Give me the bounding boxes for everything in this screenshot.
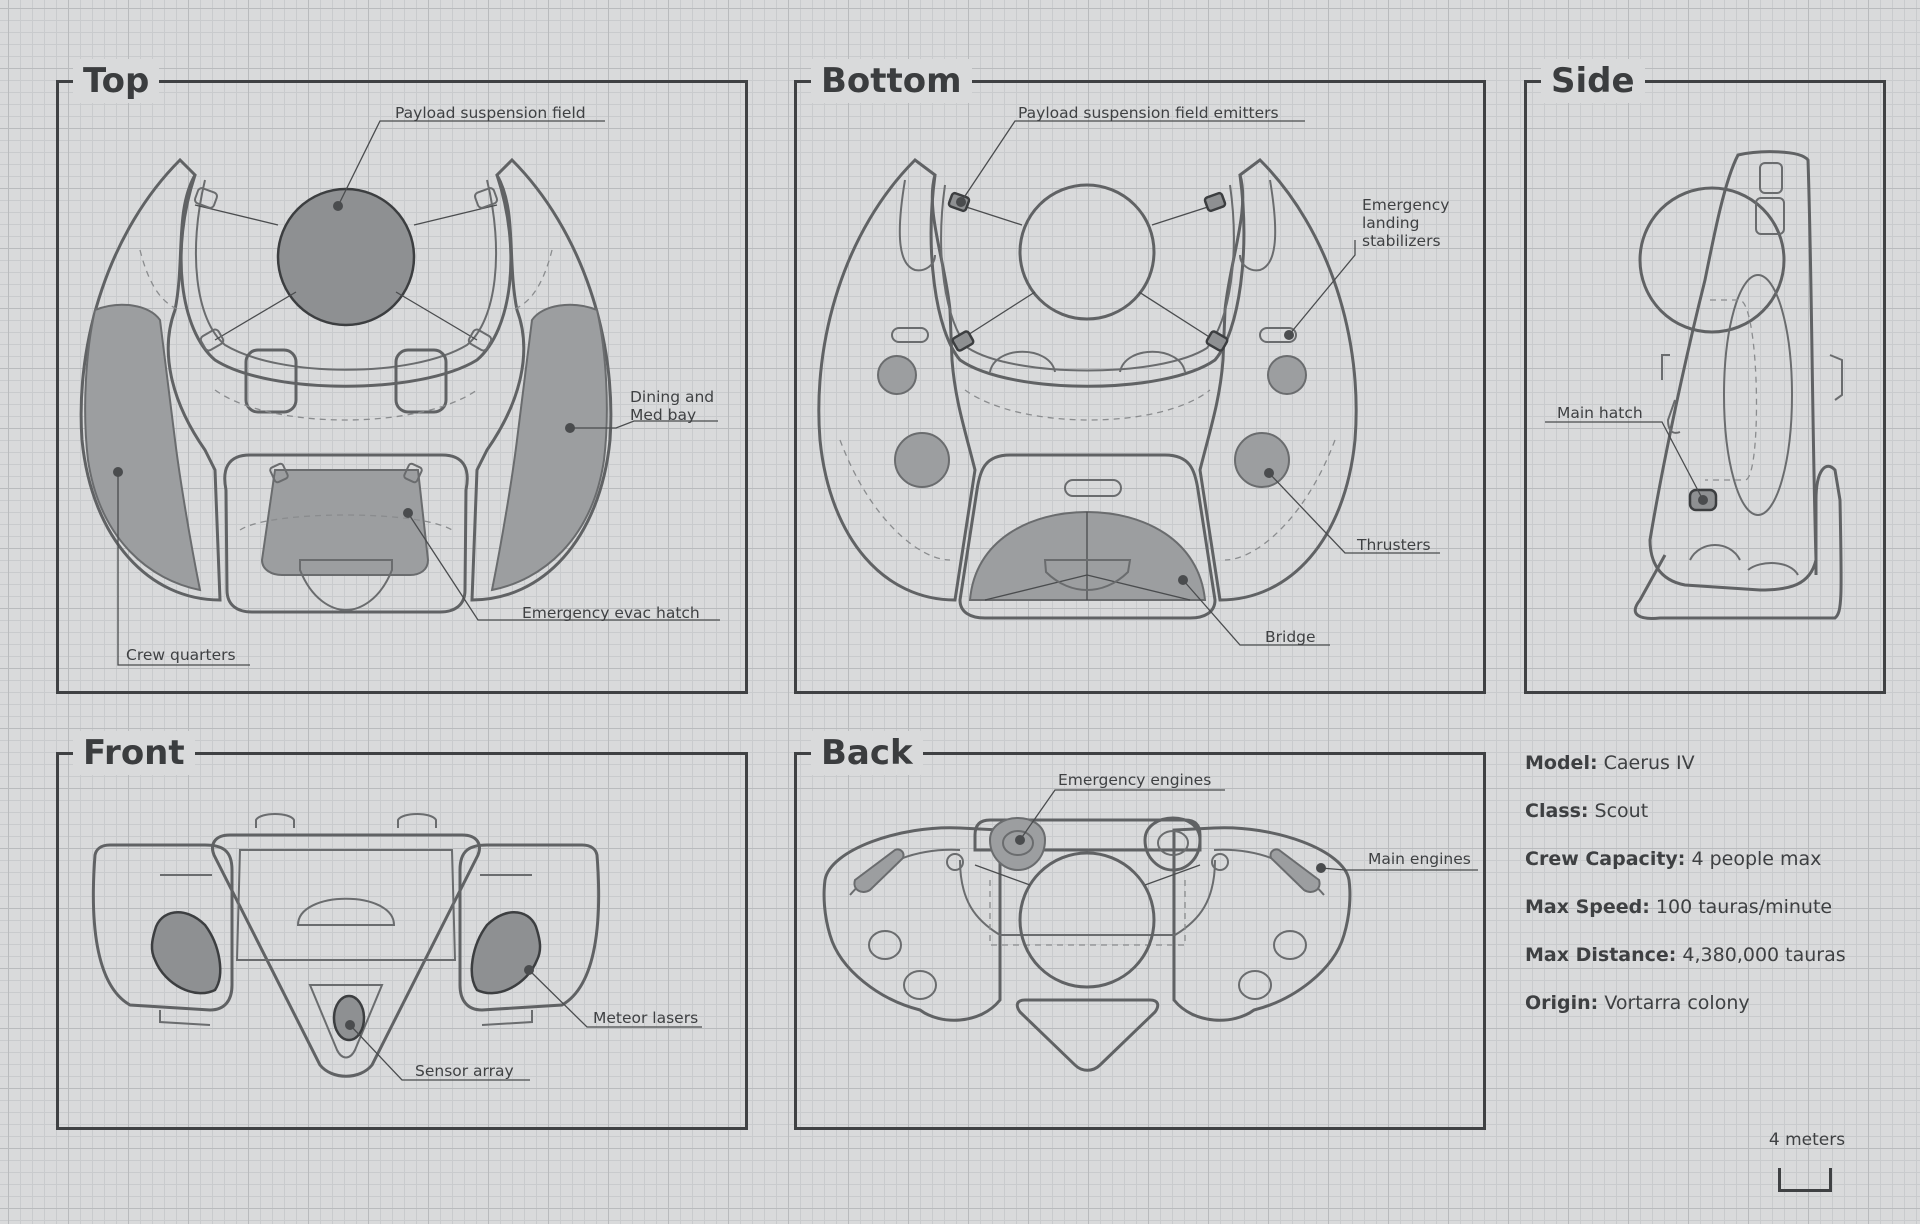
- spec-value: Scout: [1594, 800, 1649, 822]
- label-dining-line2: Med bay: [630, 406, 696, 424]
- spec-key: Max Distance:: [1525, 944, 1677, 966]
- spec-key: Max Speed:: [1525, 896, 1650, 918]
- label-bridge: Bridge: [1265, 628, 1316, 646]
- side-view-ship: [1633, 150, 1843, 620]
- spec-key: Crew Capacity:: [1525, 848, 1686, 870]
- label-thrusters: Thrusters: [1356, 536, 1431, 554]
- top-view-panel: Top: [56, 59, 748, 694]
- label-stabilizers-line3: stabilizers: [1362, 232, 1441, 250]
- back-view-panel: Back: [794, 731, 1486, 1130]
- label-main-engines: Main engines: [1368, 850, 1471, 868]
- spec-key: Model:: [1525, 752, 1598, 774]
- spec-value: Caerus IV: [1603, 752, 1695, 774]
- label-meteor-lasers: Meteor lasers: [593, 1009, 698, 1027]
- spec-value: 100 tauras/minute: [1655, 896, 1833, 918]
- bottom-view-panel: Bottom: [794, 59, 1486, 694]
- label-emergency-engines: Emergency engines: [1058, 771, 1211, 789]
- spec-key: Origin:: [1525, 992, 1599, 1014]
- specs-list: Model: Caerus IV Class: Scout Crew Capac…: [1525, 752, 1905, 1040]
- label-payload-field-emitters: Payload suspension field emitters: [1018, 104, 1279, 122]
- bottom-callout-lines: [960, 120, 1440, 646]
- bottom-view-ship: [817, 158, 1358, 620]
- side-callout-line: [1545, 421, 1704, 501]
- scale-bar: [1778, 1168, 1832, 1192]
- side-view-panel: Side: [1524, 59, 1886, 694]
- front-view-ship: [91, 813, 601, 1078]
- spec-crew-capacity: Crew Capacity: 4 people max: [1525, 848, 1905, 896]
- label-main-hatch: Main hatch: [1557, 404, 1643, 422]
- front-view-title: Front: [73, 731, 195, 775]
- scale-label: 4 meters: [1768, 1130, 1846, 1150]
- top-view-title: Top: [73, 59, 160, 103]
- label-payload-suspension-field: Payload suspension field: [395, 104, 586, 122]
- back-view-ship: [822, 816, 1352, 1072]
- side-view-title: Side: [1541, 59, 1645, 103]
- bottom-view-title: Bottom: [811, 59, 972, 103]
- spec-origin: Origin: Vortarra colony: [1525, 992, 1905, 1040]
- spec-max-distance: Max Distance: 4,380,000 tauras: [1525, 944, 1905, 992]
- label-stabilizers-line2: landing: [1362, 214, 1419, 232]
- spec-max-speed: Max Speed: 100 tauras/minute: [1525, 896, 1905, 944]
- spec-value: 4 people max: [1691, 848, 1822, 870]
- label-stabilizers-line1: Emergency: [1362, 196, 1449, 214]
- back-view-title: Back: [811, 731, 923, 775]
- label-crew-quarters: Crew quarters: [126, 646, 236, 664]
- label-emergency-evac-hatch: Emergency evac hatch: [522, 604, 700, 622]
- label-sensor-array: Sensor array: [415, 1062, 514, 1080]
- top-view-ship: [79, 157, 613, 614]
- spec-value: 4,380,000 tauras: [1682, 944, 1846, 966]
- spec-key: Class:: [1525, 800, 1589, 822]
- back-callout-lines: [1019, 789, 1478, 871]
- spec-model: Model: Caerus IV: [1525, 752, 1905, 800]
- front-view-panel: Front: [56, 731, 748, 1130]
- front-callout-lines: [349, 969, 702, 1081]
- spec-class: Class: Scout: [1525, 800, 1905, 848]
- top-callout-lines: [117, 120, 720, 666]
- label-dining-line1: Dining and: [630, 388, 714, 406]
- spec-value: Vortarra colony: [1604, 992, 1750, 1014]
